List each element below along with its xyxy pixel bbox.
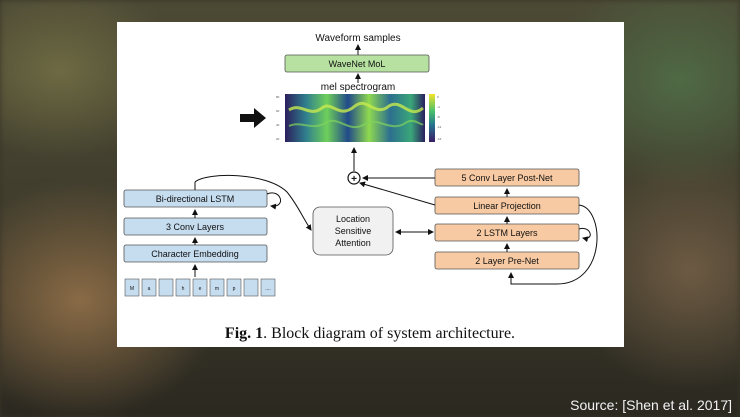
post-net-box: 5 Conv Layer Post-Net <box>434 168 580 187</box>
lstm-2-layers-box: 2 LSTM Layers <box>434 223 580 242</box>
figure-caption-bold: Fig. 1 <box>225 325 263 342</box>
attention-label-line-2: Sensitive <box>335 226 372 236</box>
attention-box: Location Sensitive Attention <box>312 206 394 256</box>
char-token <box>158 278 174 297</box>
svg-text:20: 20 <box>276 137 280 141</box>
svg-text:0: 0 <box>437 95 439 99</box>
bilstm-label: Bi-directional LSTM <box>156 194 235 204</box>
svg-text:p: p <box>233 286 236 292</box>
source-attribution: Source: [Shen et al. 2017] <box>570 397 732 413</box>
pre-net-label: 2 Layer Pre-Net <box>475 256 539 266</box>
pre-net-box: 2 Layer Pre-Net <box>434 251 580 270</box>
attention-label-line-1: Location <box>336 214 370 224</box>
conv3-box: 3 Conv Layers <box>123 217 268 236</box>
char-token: m <box>209 278 225 297</box>
slide-panel: Waveform samples WaveNet MoL mel spectro… <box>117 22 624 347</box>
sum-node: + <box>347 171 361 185</box>
wavenet-mol-box: WaveNet MoL <box>284 54 430 73</box>
linear-projection-label: Linear Projection <box>473 201 541 211</box>
svg-text:h: h <box>182 286 185 292</box>
svg-text:-16: -16 <box>437 137 442 141</box>
char-token <box>243 278 259 297</box>
svg-text:m: m <box>215 286 219 292</box>
architecture-diagram: Waveform samples WaveNet MoL mel spectro… <box>123 33 598 342</box>
svg-text:-4: -4 <box>437 105 440 109</box>
sum-symbol: + <box>351 174 357 185</box>
figure-caption-text: . Block diagram of system architecture. <box>263 325 515 342</box>
mel-spectrogram-label: mel spectrogram <box>321 82 395 93</box>
svg-text:M: M <box>130 286 134 292</box>
waveform-samples-label: Waveform samples <box>315 33 400 44</box>
svg-text:80: 80 <box>276 95 280 99</box>
char-embedding-label: Character Embedding <box>151 249 239 259</box>
svg-text:e: e <box>199 286 202 292</box>
char-embedding-box: Character Embedding <box>123 244 268 263</box>
svg-text:60: 60 <box>276 109 280 113</box>
figure-caption: Fig. 1. Block diagram of system architec… <box>225 325 515 342</box>
char-token: e <box>192 278 208 297</box>
lstm-2-layers-label: 2 LSTM Layers <box>476 228 538 238</box>
post-net-label: 5 Conv Layer Post-Net <box>461 173 553 183</box>
char-token: M <box>124 278 140 297</box>
char-token: p <box>226 278 242 297</box>
wavenet-mol-label: WaveNet MoL <box>329 59 386 69</box>
char-token-row: M a h e m p <box>124 278 276 297</box>
char-token: a <box>141 278 157 297</box>
svg-text:40: 40 <box>276 123 280 127</box>
conv3-label: 3 Conv Layers <box>166 222 225 232</box>
svg-text:-8: -8 <box>437 115 440 119</box>
bilstm-box: Bi-directional LSTM <box>123 189 268 208</box>
mel-spectrogram-image: 0 -4 -8 -12 -16 80 60 40 20 <box>276 94 442 142</box>
svg-text:-12: -12 <box>437 125 442 129</box>
char-token: .... <box>260 278 276 297</box>
pointer-arrow-icon <box>240 108 266 128</box>
svg-text:a: a <box>148 286 151 292</box>
linear-projection-box: Linear Projection <box>434 196 580 215</box>
attention-label-line-3: Attention <box>335 238 371 248</box>
char-token: h <box>175 278 191 297</box>
svg-text:....: .... <box>265 286 271 292</box>
